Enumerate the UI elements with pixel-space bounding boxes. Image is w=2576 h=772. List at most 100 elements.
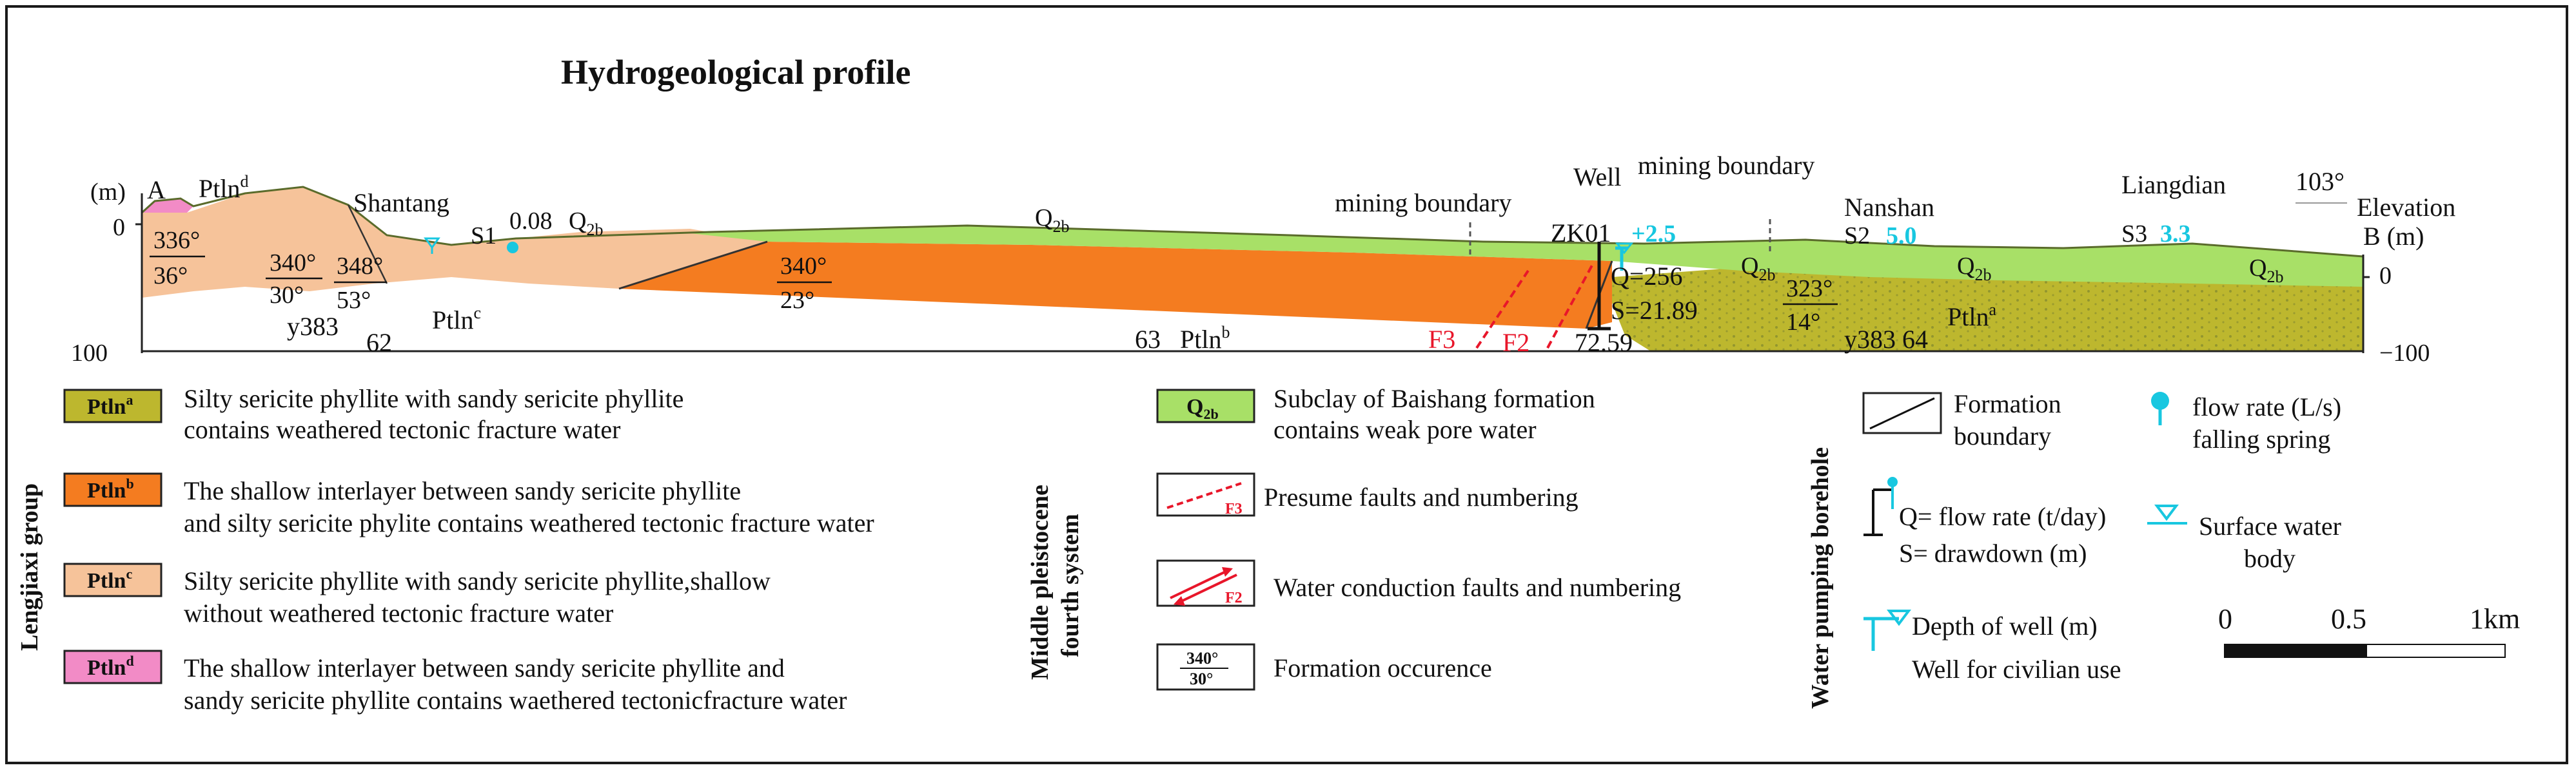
legend-symbol-ptln-b: Ptlnb <box>87 476 134 503</box>
legend-ptln-d-line1: The shallow interlayer between sandy ser… <box>184 653 785 682</box>
occurrence-4: 340° 23° <box>777 253 832 314</box>
legend-conduction-faults-text: Water conduction faults and numbering <box>1273 573 1681 602</box>
spring-s3-label: S3 <box>2121 220 2147 247</box>
geologic-cross-section <box>135 186 2370 353</box>
mining-boundary-label-2: mining boundary <box>1638 151 1814 180</box>
legend-presume-fault-line <box>1166 482 1242 509</box>
spring-s1-label: S1 <box>471 222 497 249</box>
legend-conduction-fault-line-1 <box>1170 569 1229 599</box>
unit-ptln-b-label: Ptlnb <box>1180 323 1230 354</box>
scale-label-0: 0 <box>2218 603 2232 635</box>
mark-y383-left: y383 <box>287 312 339 341</box>
q2b-label-middle: Q2b <box>1035 204 1069 236</box>
ground-surface-line <box>141 186 2364 258</box>
legend-ptln-c-line2: without weathered tectonic fracture wate… <box>184 599 613 628</box>
legend-lengjiaxi-group: Lengjiaxi group <box>16 483 43 651</box>
legend-symbol-ptln-d: Ptlnd <box>87 653 134 680</box>
legend-spring-icon <box>2151 392 2169 410</box>
occurrence-3: 348° 53° <box>334 253 387 314</box>
legend-symbol-ptln-a: Ptlna <box>87 392 133 419</box>
well-s-value: S=21.89 <box>1611 296 1698 325</box>
spring-s1-icon <box>507 242 518 253</box>
scale-segment-white <box>2366 644 2506 658</box>
q2b-label-nanshan: Q2b <box>1741 253 1775 284</box>
profile-labels: (m) A Ptlnd 0 100 Shantang S1 0.08 Q2b Q… <box>71 151 2455 367</box>
legend-surface-water-2: body <box>2244 544 2296 573</box>
legend-formation-boundary-1: Formation <box>1954 389 2061 418</box>
right-end-label: B(m) <box>2363 222 2424 251</box>
fault-f2-label: F2 <box>1502 328 1529 357</box>
legend-conduction-fault-arrow-1 <box>1222 567 1233 577</box>
figure-frame <box>5 5 2568 764</box>
well-total-depth: 72.59 <box>1575 328 1633 357</box>
formation-boundary-bc <box>618 240 768 290</box>
left-tick-label-0: 0 <box>113 214 125 241</box>
q2b-label-right: Q2b <box>1957 253 1991 284</box>
svg-text:23°: 23° <box>780 287 814 314</box>
legend-formation-boundary-2: boundary <box>1954 421 2051 450</box>
legend-occurrence-dip: 30° <box>1190 670 1213 688</box>
legend-well-civilian: Well for civilian use <box>1912 655 2121 684</box>
legend-occurrence-box <box>1156 643 1255 691</box>
well-q-value: Q=256 <box>1611 262 1682 291</box>
legend-depth-of-well: Depth of well (m) <box>1912 612 2098 641</box>
legend-ptln-a-line2: contains weathered tectonic fracture wat… <box>184 415 620 444</box>
legend-pumping-borehole-icon <box>1863 477 1898 536</box>
occurrence-2: 340° 30° <box>266 249 322 309</box>
legend-q2b-line1: Subclay of Baishang formation <box>1273 384 1595 413</box>
mark-62: 62 <box>366 328 392 357</box>
legend-surface-water-1: Surface water <box>2199 512 2341 541</box>
unit-q2b-area <box>516 226 2363 287</box>
scale-label-half: 0.5 <box>2331 603 2366 635</box>
legend-presume-faults-text: Presume faults and numbering <box>1264 483 1578 512</box>
legend-q-flow: Q= flow rate (t/day) <box>1899 502 2106 531</box>
place-liangdian: Liangdian <box>2121 170 2226 199</box>
legend-conduction-fault-line-2 <box>1178 574 1237 604</box>
unit-ptln-b-area <box>619 242 1612 329</box>
legend-water-pumping-borehole: Water pumping borehole <box>1807 447 1834 709</box>
svg-text:36°: 36° <box>153 262 188 289</box>
legend-occurrence-strike: 340° <box>1186 649 1218 668</box>
fault-f3-label: F3 <box>1428 325 1455 354</box>
figure-title: Hydrogeological profile <box>561 53 910 92</box>
legend-flow-rate-1: flow rate (L/s) <box>2192 392 2341 421</box>
legend-presume-fault-tag: F3 <box>1225 501 1243 517</box>
svg-text:348°: 348° <box>337 253 383 280</box>
legend-swatch-ptln-c <box>63 563 162 597</box>
borehole-zk01-label: ZK01 <box>1551 218 1611 247</box>
scale-label-1km: 1km <box>2470 603 2520 635</box>
mark-64: 64 <box>1902 325 1928 354</box>
fault-f3-line <box>1475 269 1529 349</box>
unit-ptln-a-label: Ptlna <box>1947 300 1996 331</box>
fault-f2-line <box>1546 264 1594 349</box>
direction-label: 103° <box>2296 167 2345 196</box>
mark-y383-right: y383 <box>1844 325 1896 354</box>
legend-q2b-line2: contains weak pore water <box>1273 415 1537 444</box>
legend-symbol-ptln-c: Ptlnc <box>87 566 132 593</box>
occurrence-1: 336° 36° <box>150 227 205 289</box>
svg-text:336°: 336° <box>153 227 200 254</box>
place-shantang: Shantang <box>353 188 449 217</box>
scale-bar: 0 0.5 1km <box>2218 603 2520 658</box>
q2b-label-left: Q2b <box>569 207 603 239</box>
q2b-label-far-right: Q2b <box>2249 255 2283 286</box>
legend-s-drawdown: S= drawdown (m) <box>1899 539 2087 568</box>
left-tick-label-100: 100 <box>71 340 108 367</box>
svg-text:53°: 53° <box>337 287 371 314</box>
legend-conduction-fault-tag: F2 <box>1225 590 1243 606</box>
unit-ptln-c-area <box>142 187 767 298</box>
legend-surface-water-icon <box>2147 505 2187 525</box>
legend-conduction-fault-box <box>1156 559 1255 607</box>
unit-ptln-d-label: Ptlnd <box>199 172 248 203</box>
legend-swatch-ptln-d <box>63 650 162 684</box>
legend-civilian-well-icon <box>1863 610 1911 651</box>
svg-text:14°: 14° <box>1786 309 1820 336</box>
legend-fourth-system: fourth system <box>1057 514 1084 657</box>
occurrence-5: 323° 14° <box>1783 275 1838 336</box>
formation-boundary-cd <box>347 204 388 284</box>
surface-water-icon-shantang <box>424 237 440 254</box>
legend-ptln-a-line1: Silty sericite phyllite with sandy seric… <box>184 384 683 413</box>
spring-s3-rate: 3.3 <box>2160 220 2191 247</box>
legend-middle-pleistocene: Middle pleistocene <box>1027 485 1054 680</box>
